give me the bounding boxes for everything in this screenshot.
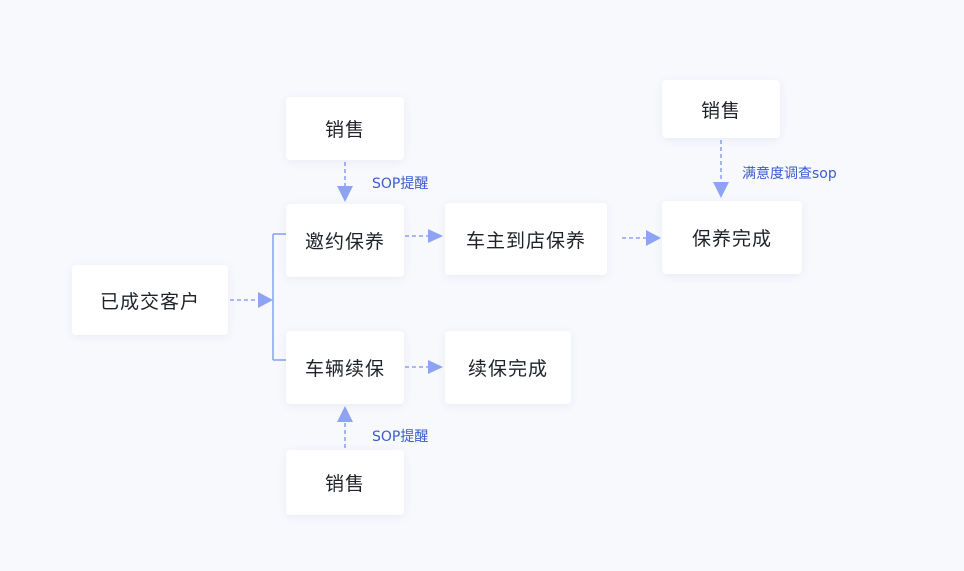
arrowhead-customer-branch [258,292,273,308]
edge-label-survey: 满意度调查sop [742,166,837,182]
node-sales-top: 销售 [286,97,404,160]
node-sales-bottom: 销售 [286,450,404,515]
arrowhead-renew-done [428,360,443,374]
edge-label-sop-bottom: SOP提醒 [372,429,429,445]
node-invite-maintenance: 邀约保养 [286,204,404,277]
arrowhead-invite-store [428,229,443,243]
edge-label-sop-top: SOP提醒 [372,176,429,192]
node-maintenance-done: 保养完成 [662,201,802,274]
node-renew-insurance: 车辆续保 [286,331,404,404]
node-store-service: 车主到店保养 [445,203,607,275]
arrowhead-sales-bottom-renew [337,406,353,422]
arrowhead-store-done [646,230,661,246]
arrowhead-sales-right-done [713,182,729,198]
node-renew-done: 续保完成 [445,331,571,404]
node-customer: 已成交客户 [72,265,228,335]
node-sales-right: 销售 [662,80,780,138]
arrowhead-sales-top-invite [337,186,353,202]
